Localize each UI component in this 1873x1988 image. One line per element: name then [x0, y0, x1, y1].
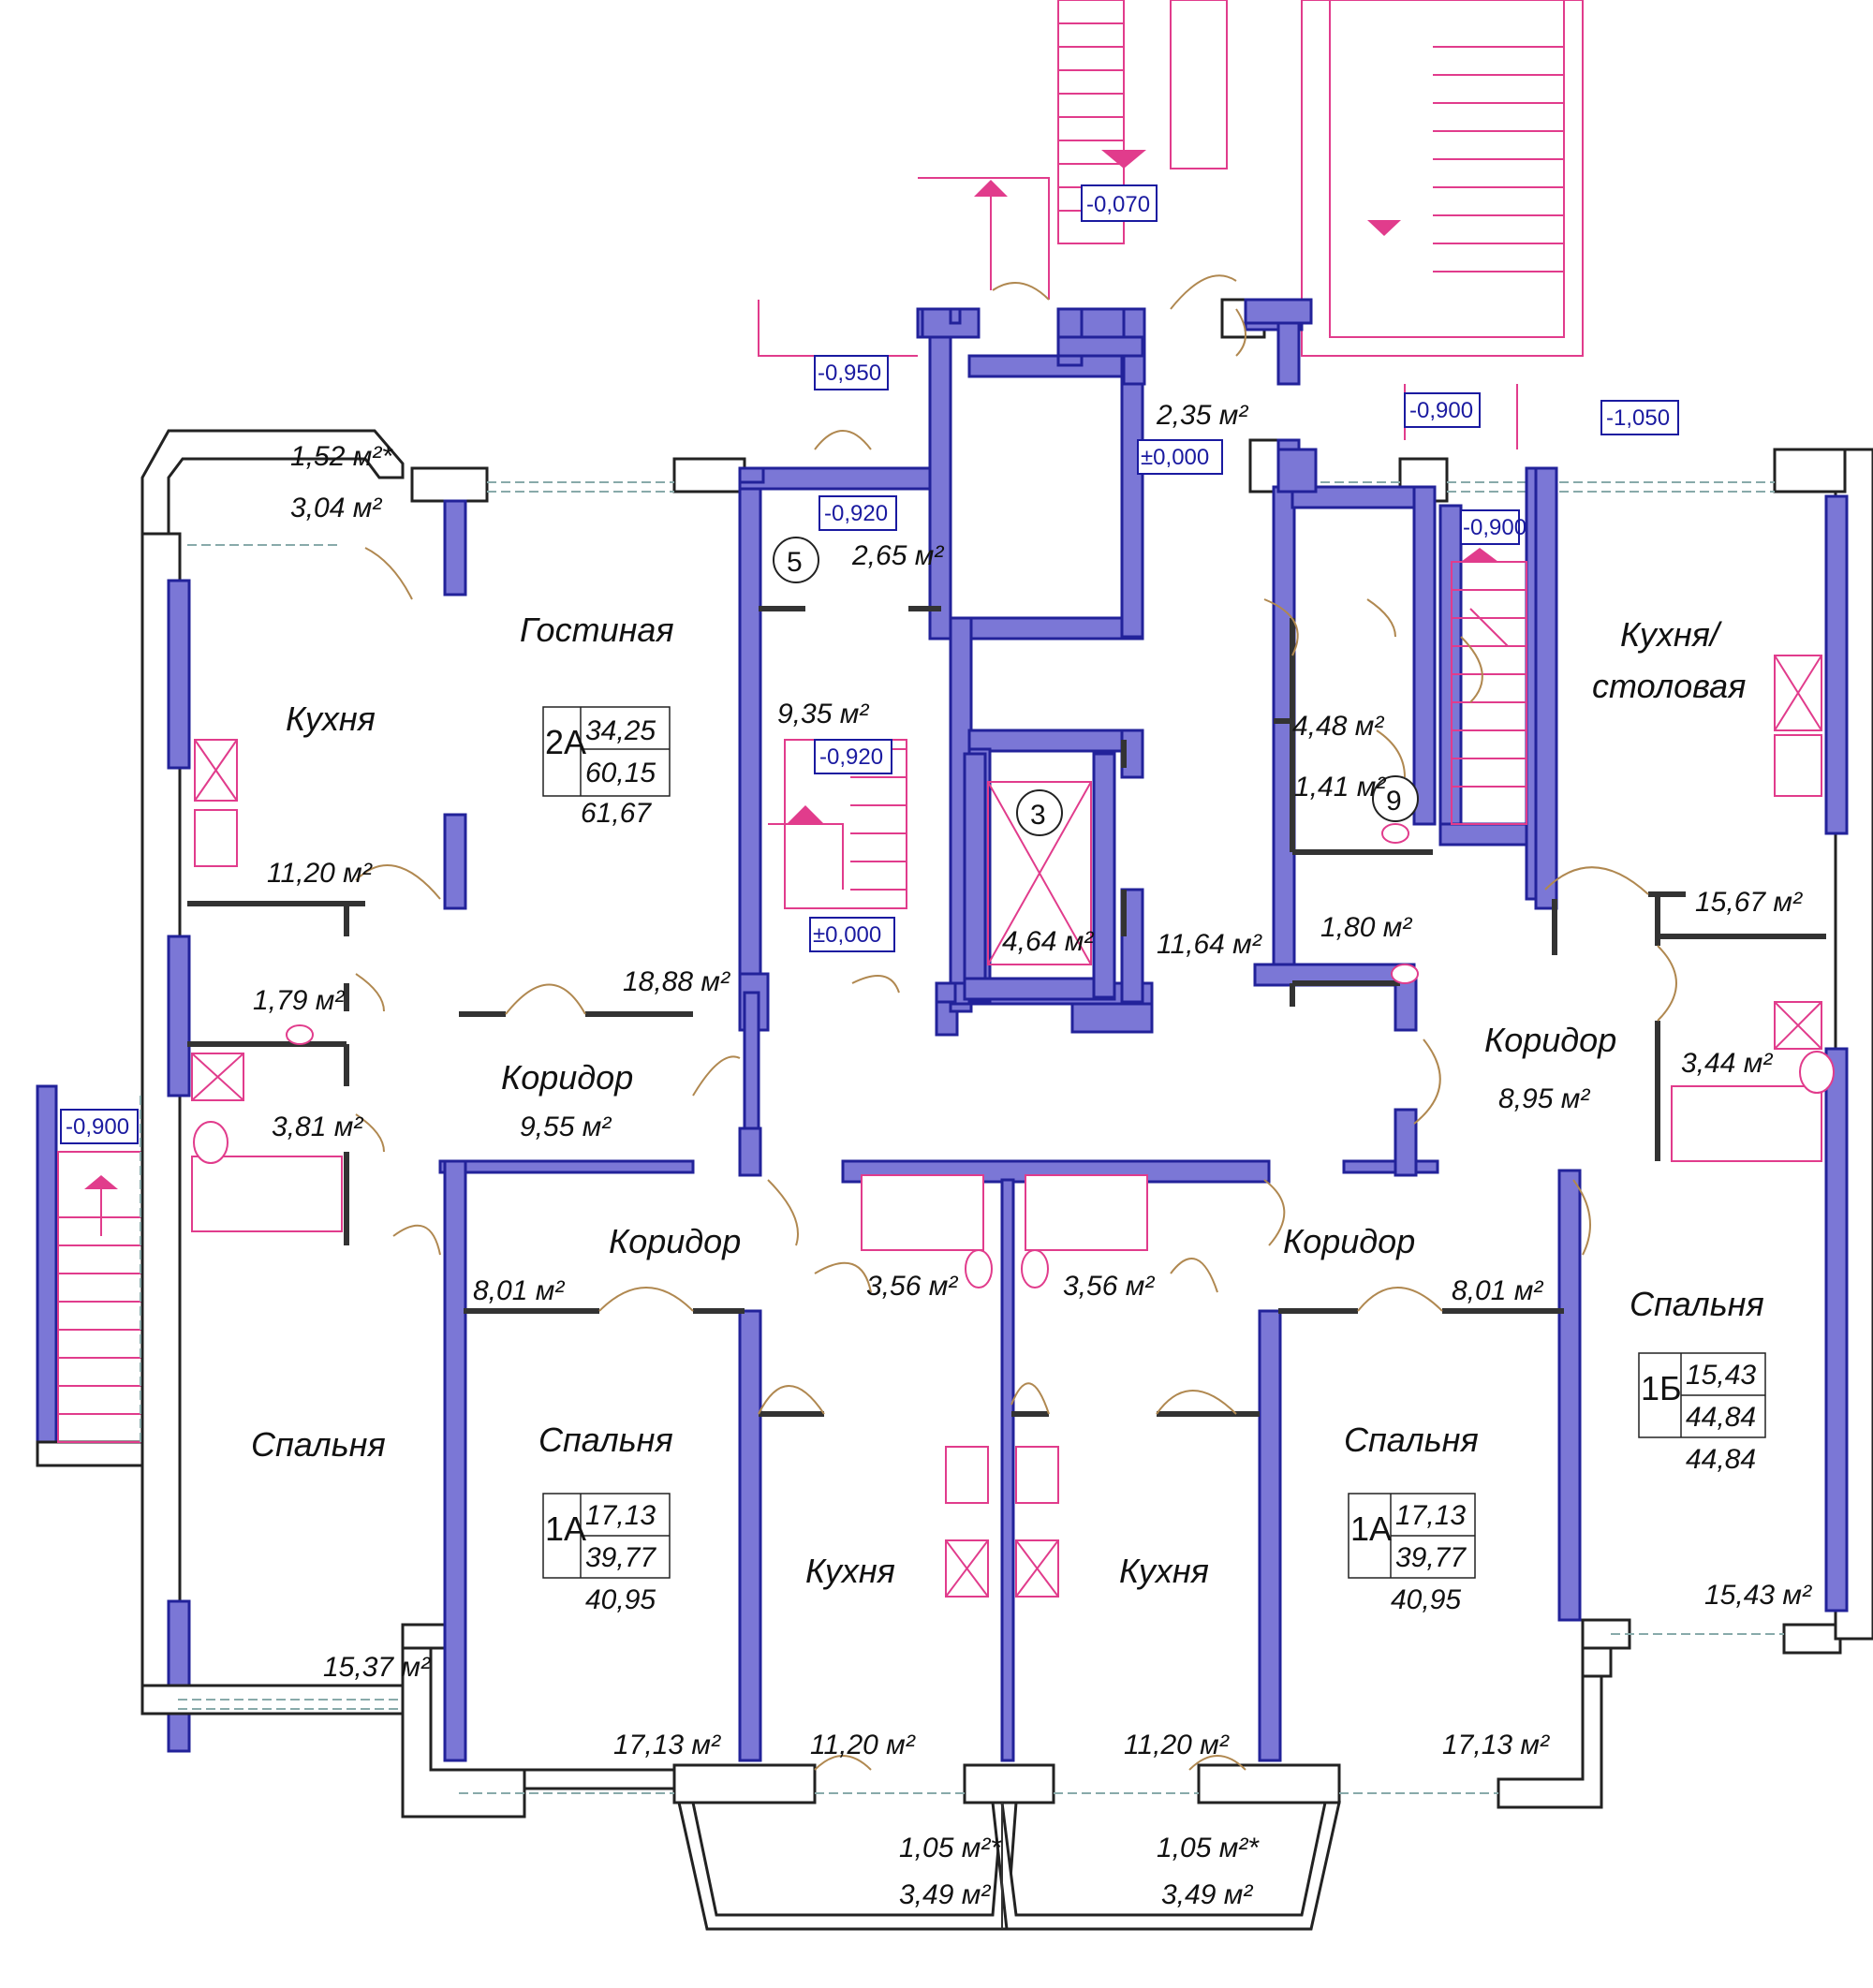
bedroom-right-area: 15,43 м²	[1704, 1580, 1812, 1611]
apt-2A-v1: 34,25	[585, 715, 656, 746]
level-entry-right: -0,900	[1409, 398, 1473, 423]
lift-area: 4,64 м²	[1002, 926, 1094, 957]
apt-1A-left-code: 1А	[545, 1509, 586, 1548]
stair-area: 9,35 м²	[777, 699, 869, 729]
level-stair-bottom: ±0,000	[813, 922, 881, 948]
apartment-tag-1A-right: 1А 17,13 39,77 40,95	[1348, 1493, 1476, 1615]
apt-2A-code: 2А	[545, 723, 586, 761]
balcony-tl-area-a: 1,52 м²*	[290, 441, 393, 472]
section-9: 9	[1386, 786, 1402, 817]
apartment-tag-2A: 2А 34,25 60,15 61,67	[542, 706, 671, 829]
lobby-top-area: 2,35 м²	[1156, 400, 1248, 431]
level-far-right: -1,050	[1606, 405, 1670, 431]
bedroom-left-area: 15,37 м²	[323, 1652, 431, 1683]
hall-area: 11,64 м²	[1157, 929, 1262, 960]
corridor-right-label: Коридор	[1484, 1021, 1616, 1059]
section-markers: 5 3 9	[773, 537, 1419, 836]
apt-1A-right-v2: 39,77	[1395, 1542, 1467, 1573]
room-141-area: 1,41 м²	[1294, 772, 1386, 803]
bedroom-right-label: Спальня	[1630, 1285, 1764, 1323]
apt-1A-right-v3: 40,95	[1391, 1584, 1461, 1615]
apt-2A-v3: 61,67	[581, 798, 652, 829]
balcony-b2-area-a: 1,05 м²*	[1157, 1833, 1260, 1863]
core-walls	[438, 298, 1582, 1762]
room-180-area: 1,80 м²	[1320, 912, 1412, 943]
corridor-bl-area: 8,01 м²	[473, 1275, 565, 1306]
corridor-br-area: 8,01 м²	[1452, 1275, 1543, 1306]
apt-1A-left-v2: 39,77	[585, 1542, 656, 1573]
level-vestibule: ±0,000	[1141, 445, 1209, 470]
corridor-center-area: 9,55 м²	[520, 1112, 612, 1142]
apt-1B-code: 1Б	[1641, 1369, 1682, 1407]
balcony-tl-area-b: 3,04 м²	[290, 493, 382, 523]
corridor-bl-label: Коридор	[609, 1222, 741, 1260]
bedroom-cr-label: Спальня	[1344, 1421, 1479, 1459]
bath-right-area: 3,44 м²	[1681, 1048, 1773, 1079]
room-448-area: 4,48 м²	[1292, 711, 1384, 742]
bath-center-2-area: 3,56 м²	[1063, 1271, 1155, 1302]
balcony-b1-area-a: 1,05 м²*	[899, 1833, 1002, 1863]
apt-1A-left-v1: 17,13	[585, 1500, 656, 1531]
level-stair-mid: -0,920	[819, 744, 883, 770]
level-left-stair: -0,900	[66, 1114, 129, 1140]
balcony-b2-area-b: 3,49 м²	[1161, 1879, 1253, 1910]
living-room-area: 18,88 м²	[623, 966, 730, 997]
right-interior-stair	[1451, 548, 1527, 825]
section-5: 5	[787, 547, 803, 578]
kitchen-cl-label: Кухня	[805, 1552, 895, 1590]
doors	[355, 274, 1677, 1771]
corridor-right-area: 8,95 м²	[1498, 1083, 1590, 1114]
lift-shaft	[987, 781, 1092, 965]
apt-1A-right-code: 1А	[1350, 1509, 1392, 1548]
apt-1B-v3: 44,84	[1686, 1444, 1756, 1475]
corridor-center-label: Коридор	[501, 1058, 633, 1097]
bedroom-cr-area: 17,13 м²	[1442, 1730, 1550, 1760]
kitchen-cl-area: 11,20 м²	[810, 1730, 916, 1760]
bedroom-left-label: Спальня	[251, 1425, 386, 1464]
level-right-stair: -0,900	[1463, 515, 1526, 540]
room-labels: 1,52 м²* 3,04 м² Кухня 11,20 м² Гостиная…	[251, 400, 1812, 1910]
kitchen-dining-label-2: столовая	[1592, 667, 1746, 705]
corridor-br-label: Коридор	[1283, 1222, 1415, 1260]
level-marks: -0,070 -0,950 -0,900 -1,050 ±0,000 -0,92…	[60, 184, 1679, 1144]
kitchen-left-area: 11,20 м²	[267, 858, 373, 889]
apt-1B-v1: 15,43	[1686, 1360, 1756, 1391]
partitions	[187, 606, 1826, 1417]
level-entry-left: -0,950	[818, 361, 881, 386]
bath-left-area: 3,81 м²	[272, 1112, 363, 1142]
apt-1A-right-v1: 17,13	[1395, 1500, 1466, 1531]
level-top-stair: -0,070	[1086, 192, 1150, 217]
section-3: 3	[1030, 800, 1046, 831]
balcony-b1-area-b: 3,49 м²	[899, 1879, 991, 1910]
fixtures	[191, 655, 1835, 1598]
bedroom-cl-label: Спальня	[538, 1421, 673, 1459]
level-stair-top: -0,920	[824, 501, 888, 526]
bath-center-1-area: 3,56 м²	[866, 1271, 958, 1302]
kitchen-dining-area: 15,67 м²	[1695, 887, 1803, 918]
bedroom-cl-area: 17,13 м²	[613, 1730, 721, 1760]
apt-1A-left-v3: 40,95	[585, 1584, 656, 1615]
kitchen-cr-area: 11,20 м²	[1124, 1730, 1230, 1760]
wc-left-area: 1,79 м²	[253, 985, 345, 1016]
kitchen-cr-label: Кухня	[1119, 1552, 1209, 1590]
vestibule-area: 2,65 м²	[851, 540, 944, 571]
apartment-tag-1A-left: 1А 17,13 39,77 40,95	[542, 1493, 671, 1615]
apt-2A-v2: 60,15	[585, 758, 656, 788]
living-room-label: Гостиная	[520, 611, 674, 649]
apt-1B-v2: 44,84	[1686, 1402, 1756, 1433]
kitchen-left-label: Кухня	[286, 699, 376, 738]
kitchen-dining-label-1: Кухня/	[1620, 615, 1723, 654]
outer-walls	[140, 298, 1873, 1931]
apartment-tag-1B: 1Б 15,43 44,84 44,84	[1638, 1352, 1766, 1475]
